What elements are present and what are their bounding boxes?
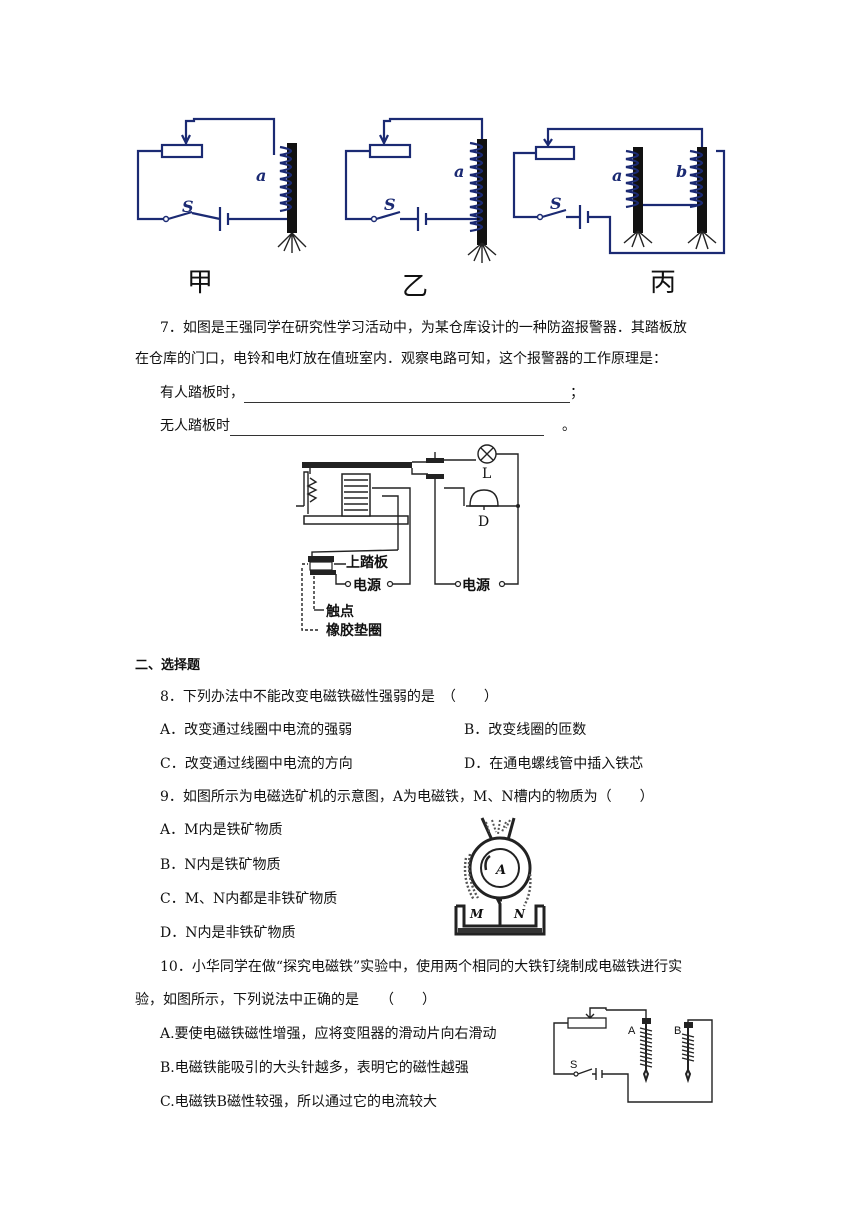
- q8-option-c: C．改变通过线圈中电流的方向: [160, 756, 353, 772]
- power2-label: 电源: [462, 577, 490, 594]
- figure-jia: S a: [136, 117, 307, 253]
- power1-label: 电源: [353, 577, 381, 594]
- q7-with-person-label: 有人踏板时，: [160, 385, 244, 401]
- q9-option-b: B．N内是铁矿物质: [160, 857, 281, 873]
- coil-a-label: a: [256, 166, 266, 185]
- alarm-circuit-figure: L D 上踏板 电源 电源 触点 橡胶垫圈: [296, 444, 520, 639]
- magnet-a-label: A: [494, 863, 506, 878]
- q7-line2: 在仓库的门口，电铃和电灯放在值班室内．观察电路可知，这个报警器的工作原理是：: [135, 351, 667, 367]
- q8-option-a: A．改变通过线圈中电流的强弱: [160, 722, 353, 738]
- figure-label-yi: 乙: [402, 272, 429, 302]
- q7-answer-blank-2[interactable]: [230, 421, 544, 436]
- switch-label: S: [550, 194, 562, 213]
- coil-a-label: a: [612, 166, 622, 185]
- switch-label: S: [182, 197, 194, 216]
- q8-option-b: B．改变线圈的匝数: [464, 722, 587, 738]
- q10-option-b: B.电磁铁能吸引的大头针越多，表明它的磁性越强: [160, 1060, 469, 1076]
- coil-a-label: a: [454, 162, 464, 181]
- trough-m-label: M: [469, 907, 484, 921]
- q7-with-person: 有人踏板时， ；: [160, 383, 584, 403]
- q9-option-c: C．M、N内都是非铁矿物质: [160, 891, 338, 907]
- electromagnet-circuit-figure: S A B: [553, 1007, 713, 1103]
- q10-option-a: A.要使电磁铁磁性增强，应将变阻器的滑动片向右滑动: [160, 1026, 497, 1042]
- q10-line2: 验，如图所示，下列说法中正确的是 （ ）: [135, 992, 436, 1008]
- q10-line1: 10．小华同学在做“探究电磁铁”实验中，使用两个相同的大铁钉绕制成电磁铁进行实: [160, 959, 683, 975]
- trough-n-label: N: [513, 907, 526, 921]
- q7-with-person-end: ；: [570, 385, 584, 401]
- lamp-label: L: [482, 466, 491, 482]
- nail-b-label: B: [674, 1025, 681, 1037]
- figure-label-bing: 丙: [650, 268, 677, 298]
- q7-no-person-end: 。: [562, 418, 576, 434]
- q8-option-d: D．在通电螺线管中插入铁芯: [464, 756, 644, 772]
- q9-option-d: D．N内是非铁矿物质: [160, 925, 296, 941]
- q8-stem: 8．下列办法中不能改变电磁铁磁性强弱的是 （ ）: [160, 689, 498, 705]
- q10-option-c: C.电磁铁B磁性较强，所以通过它的电流较大: [160, 1094, 437, 1110]
- bell-label: D: [478, 514, 489, 530]
- contact-label: 触点: [325, 603, 354, 620]
- ore-separator-figure: A M N: [454, 817, 546, 936]
- coil-b-label: b: [676, 162, 687, 181]
- q7-no-person: 无人踏板时 。: [160, 416, 576, 436]
- nail-a-label: A: [628, 1025, 636, 1037]
- figure-label-jia: 甲: [187, 268, 214, 298]
- plate-label: 上踏板: [346, 554, 389, 571]
- rubber-label: 橡胶垫圈: [326, 622, 382, 639]
- q7-no-person-label: 无人踏板时: [160, 418, 230, 434]
- q9-option-a: A．M内是铁矿物质: [160, 822, 283, 838]
- figure-bing: S a b: [512, 127, 726, 255]
- switch-label: S: [384, 195, 396, 214]
- section-title: 二、选择题: [135, 658, 201, 673]
- q7-line1: 7．如图是王强同学在研究性学习活动中，为某仓库设计的一种防盗报警器．其踏板放: [160, 320, 687, 336]
- q7-answer-blank-1[interactable]: [244, 388, 570, 403]
- switch-s-label: S: [570, 1059, 577, 1071]
- figure-yi: S a: [344, 117, 497, 263]
- q9-stem: 9．如图所示为电磁选矿机的示意图，A为电磁铁，M、N槽内的物质为（ ）: [160, 789, 654, 805]
